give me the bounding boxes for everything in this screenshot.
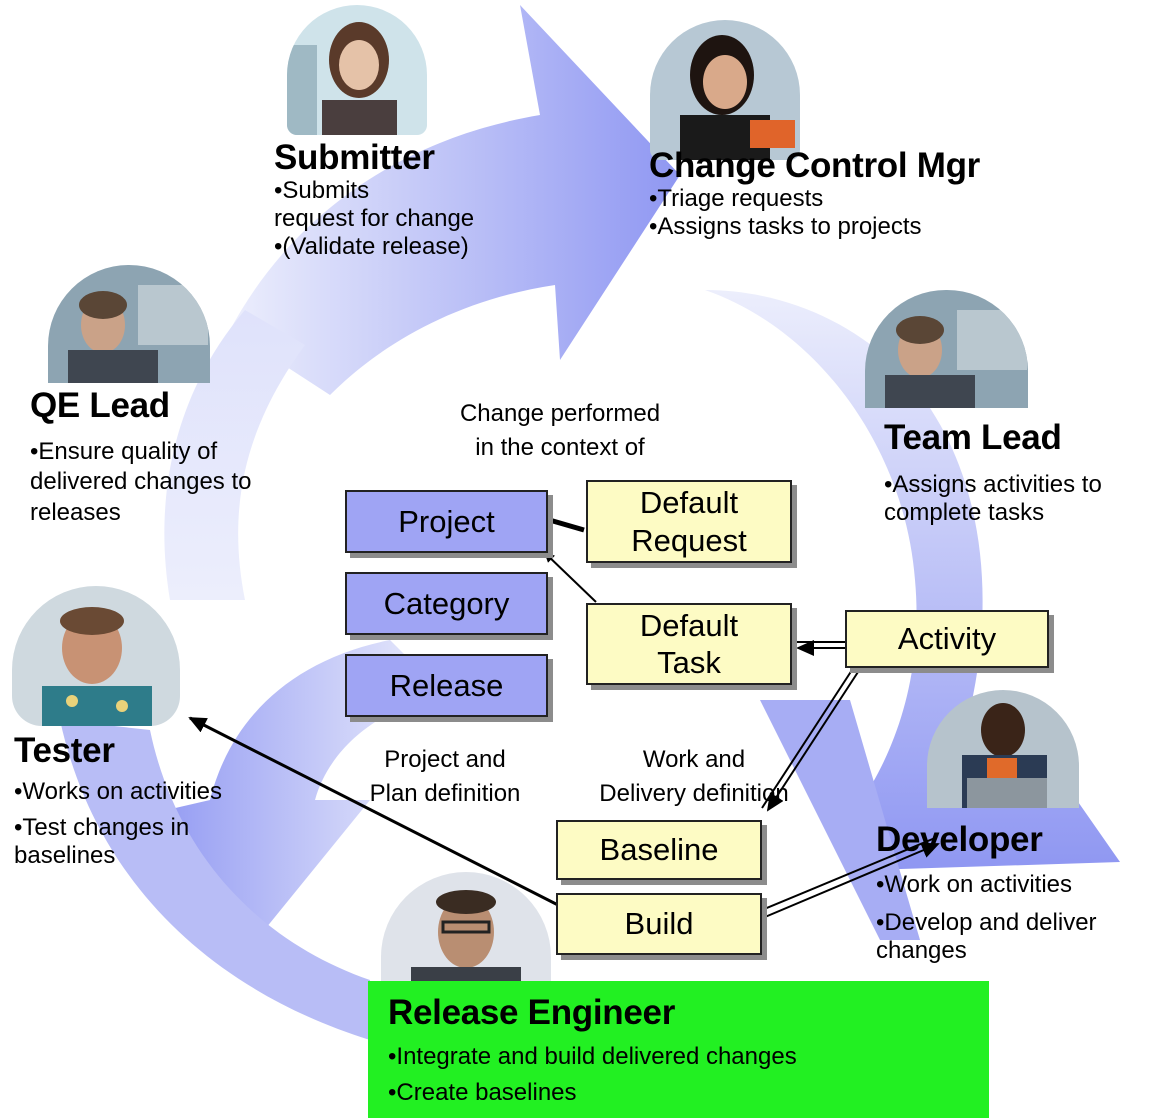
category-box[interactable]: Category	[345, 572, 548, 635]
default-task-box[interactable]: Default Task	[586, 603, 792, 685]
caption-line: in the context of	[475, 433, 645, 461]
release-engineer-name: Release Engineer	[388, 993, 676, 1032]
developer-role: Developer •Work on activities •Develop a…	[876, 820, 1097, 966]
default-task-label: Task	[657, 645, 721, 680]
change-context-caption: Change performed in the context of	[415, 397, 705, 464]
release-engineer-bullet: •Integrate and build delivered changes	[388, 1043, 797, 1070]
qe-lead-role: QE Lead •Ensure quality of delivered cha…	[30, 386, 252, 529]
submitter-bullet: •Submits	[274, 176, 370, 204]
qe-lead-bullet: releases	[30, 499, 121, 527]
change-control-mgr-name: Change Control Mgr	[649, 146, 980, 185]
release-box[interactable]: Release	[345, 654, 548, 717]
submitter-bullet: request for change	[274, 205, 475, 233]
tester-avatar	[12, 586, 180, 726]
project-box[interactable]: Project	[345, 490, 548, 553]
release-engineer-bullet: •Create baselines	[388, 1079, 577, 1106]
developer-bullet: changes	[876, 937, 967, 965]
caption-line: Delivery definition	[599, 779, 789, 807]
default-request-box[interactable]: Default Request	[586, 480, 792, 563]
caption-line: Plan definition	[369, 779, 521, 807]
team-lead-name: Team Lead	[884, 418, 1062, 457]
connector-build-developer-2	[764, 842, 940, 918]
team-lead-bullet: complete tasks	[884, 499, 1045, 527]
cycle-arrow-sweep	[60, 720, 370, 1040]
project-plan-caption: Project and Plan definition	[350, 743, 540, 810]
submitter-name: Submitter	[274, 138, 435, 177]
submitter-role: Submitter •Submits request for change •(…	[274, 138, 475, 262]
qe-lead-name: QE Lead	[30, 386, 170, 425]
caption-line: Change performed	[459, 400, 661, 427]
submitter-avatar	[287, 5, 427, 135]
qe-lead-bullet: •Ensure quality of	[30, 437, 218, 465]
change-control-mgr-bullet: •Assigns tasks to projects	[649, 213, 922, 241]
default-request-label: Default	[639, 485, 739, 521]
default-request-label: Request	[631, 522, 747, 558]
build-box[interactable]: Build	[556, 893, 762, 955]
tester-bullet: •Works on activities	[14, 777, 223, 805]
connector-activity-baseline-1	[761, 669, 853, 809]
category-label: Category	[383, 585, 510, 621]
baseline-label: Baseline	[599, 832, 719, 868]
build-label: Build	[624, 906, 694, 942]
change-control-mgr-bullet: •Triage requests	[649, 184, 824, 212]
tester-bullet: baselines	[14, 842, 116, 870]
developer-bullet: •Work on activities	[876, 870, 1073, 898]
connector-build-tester	[188, 716, 559, 907]
change-control-mgr-role: Change Control Mgr •Triage requests •Ass…	[649, 146, 980, 241]
release-label: Release	[389, 667, 504, 703]
team-lead-bullet: •Assigns activities to	[884, 470, 1102, 498]
caption-line: Project and	[384, 746, 506, 773]
work-delivery-caption: Work and Delivery definition	[580, 743, 808, 810]
qe-lead-bullet: delivered changes to	[30, 468, 252, 496]
release-engineer-panel: Release Engineer •Integrate and build de…	[368, 981, 989, 1118]
qe-lead-avatar	[48, 265, 210, 383]
baseline-box[interactable]: Baseline	[556, 820, 762, 880]
activity-label: Activity	[897, 621, 997, 657]
change-control-mgr-avatar	[650, 20, 800, 160]
project-label: Project	[398, 503, 495, 539]
connector-build-developer-1	[761, 837, 936, 911]
developer-bullet: •Develop and deliver	[876, 909, 1097, 937]
cycle-arrow-top	[230, 5, 680, 395]
connector-activity-baseline-2	[766, 671, 859, 812]
submitter-bullet: •(Validate release)	[274, 233, 469, 261]
tester-role: Tester •Works on activities •Test change…	[14, 731, 223, 871]
connector-task-project	[544, 552, 597, 603]
tester-bullet: •Test changes in	[14, 814, 190, 842]
default-task-label: Default	[639, 607, 739, 643]
activity-box[interactable]: Activity	[845, 610, 1049, 668]
team-lead-role: Team Lead •Assigns activities to complet…	[884, 418, 1102, 527]
caption-line: Work and	[642, 746, 746, 773]
tester-name: Tester	[14, 731, 115, 770]
developer-name: Developer	[876, 820, 1043, 859]
developer-avatar	[927, 690, 1079, 808]
connectors	[188, 504, 940, 918]
